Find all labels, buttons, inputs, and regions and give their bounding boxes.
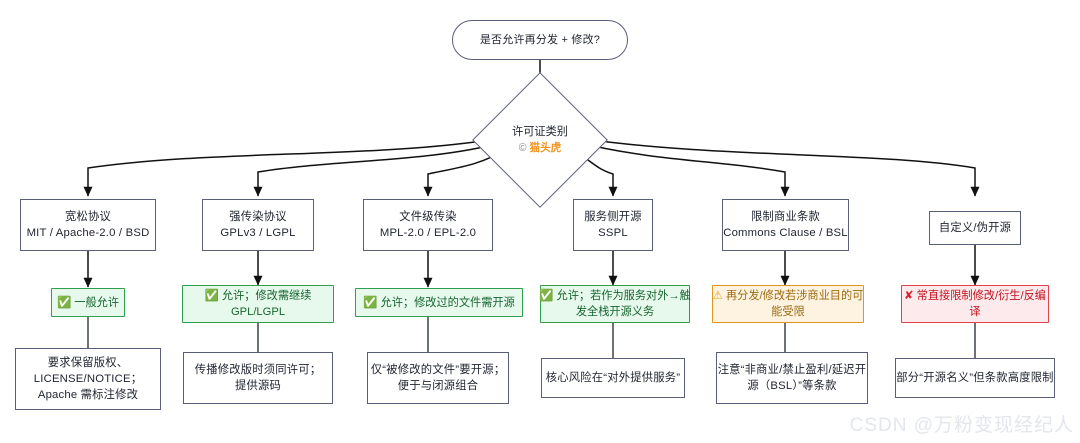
status-5-line2: 能受限 [771, 306, 805, 318]
link-decision-to-cat-6 [584, 138, 980, 197]
status-badge-2[interactable]: ✅允许；修改需继续 GPL/LGPL [182, 285, 334, 323]
category-5-line1: 限制商业条款 [751, 211, 820, 223]
detail-1-line1: 要求保留版权、 [47, 357, 129, 369]
status-2-line2: GPL/LGPL [230, 306, 286, 318]
check-icon: ✅ [539, 290, 554, 302]
category-3-line2: MPL-2.0 / EPL-2.0 [379, 227, 477, 239]
status-3-line1: ✅允许；修改过的文件需开源 [363, 296, 515, 309]
category-2-line1: 强传染协议 [229, 211, 287, 223]
cross-icon: ✘ [904, 290, 914, 302]
category-1-line2: MIT / Apache-2.0 / BSD [26, 227, 150, 239]
status-badge-6[interactable]: ✘常直接限制修改/衍生/反编 译 [901, 285, 1049, 323]
check-icon: ✅ [204, 290, 219, 302]
detail-node-4[interactable]: 核心风险在“对外提供服务” [541, 358, 685, 398]
detail-node-1[interactable]: 要求保留版权、 LICENSE/NOTICE； Apache 需标注修改 [15, 348, 161, 410]
category-1-line1: 宽松协议 [65, 211, 111, 223]
check-icon: ✅ [56, 296, 72, 309]
status-4-line2: 发全栈开源义务 [575, 306, 655, 318]
category-node-5[interactable]: 限制商业条款 Commons Clause / BSL [722, 199, 849, 251]
status-badge-1[interactable]: ✅一般允许 [51, 288, 125, 317]
link-decision-to-cat-2 [253, 142, 501, 197]
start-node-label: 是否允许再分发 + 修改? [479, 34, 601, 46]
status-6-line2: 译 [969, 306, 981, 318]
detail-1-line3: Apache 需标注修改 [37, 389, 139, 401]
start-node[interactable]: 是否允许再分发 + 修改? [452, 20, 628, 60]
status-badge-5[interactable]: ⚠再分发/修改若涉商业目的可 能受限 [712, 285, 864, 323]
decision-diamond[interactable] [472, 72, 608, 208]
status-badge-4[interactable]: ✅允许；若作为服务对外→触 发全栈开源义务 [539, 285, 691, 323]
category-node-2[interactable]: 强传染协议 GPLv3 / LGPL [202, 199, 314, 251]
category-node-4[interactable]: 服务侧开源 SSPL [573, 199, 653, 251]
category-3-line1: 文件级传染 [399, 211, 457, 223]
check-icon: ✅ [363, 296, 378, 309]
category-6-line1: 自定义/伪开源 [938, 222, 1012, 234]
category-2-line2: GPLv3 / LGPL [220, 227, 296, 239]
status-6-line1: ✘常直接限制修改/衍生/反编 [904, 290, 1046, 302]
category-node-6[interactable]: 自定义/伪开源 [929, 211, 1021, 245]
category-node-1[interactable]: 宽松协议 MIT / Apache-2.0 / BSD [20, 199, 156, 251]
link-decision-to-cat-5 [579, 142, 790, 197]
detail-2-line1: 传播修改版时须同许可； [194, 364, 322, 376]
detail-3-line2: 便于与闭源组合 [397, 380, 479, 392]
status-4-line1: ✅允许；若作为服务对外→触 [539, 290, 691, 302]
detail-node-3[interactable]: 仅“被修改的文件”要开源； 便于与闭源组合 [367, 352, 509, 404]
detail-6-line1: 部分“开源名义”但条款高度限制 [896, 372, 1054, 384]
detail-node-6[interactable]: 部分“开源名义”但条款高度限制 [895, 358, 1055, 398]
status-5-line1: ⚠再分发/修改若涉商业目的可 [712, 290, 864, 302]
category-4-line1: 服务侧开源 [584, 211, 642, 223]
detail-node-5[interactable]: 注意“非商业/禁止盈利/延迟开 源（BSL）”等条款 [716, 352, 868, 404]
category-5-line2: Commons Clause / BSL [723, 227, 848, 239]
link-decision-to-cat-1 [83, 138, 496, 197]
detail-1-line2: LICENSE/NOTICE； [33, 373, 143, 385]
detail-5-line2: 源（BSL）”等条款 [747, 380, 837, 392]
detail-3-line1: 仅“被修改的文件”要开源； [370, 364, 506, 376]
status-badge-3[interactable]: ✅允许；修改过的文件需开源 [355, 288, 523, 317]
detail-2-line2: 提供源码 [235, 380, 281, 392]
status-1-line1: ✅一般允许 [56, 296, 120, 309]
watermark: CSDN @万粉变现经纪人 [849, 415, 1074, 436]
status-2-line1: ✅允许；修改需继续 [204, 290, 312, 302]
detail-4-line1: 核心风险在“对外提供服务” [545, 372, 681, 384]
warning-icon: ⚠ [712, 290, 723, 302]
category-node-3[interactable]: 文件级传染 MPL-2.0 / EPL-2.0 [363, 199, 493, 251]
detail-5-line1: 注意“非商业/禁止盈利/延迟开 [717, 364, 867, 376]
category-4-line2: SSPL [598, 227, 628, 239]
detail-node-2[interactable]: 传播修改版时须同许可； 提供源码 [183, 352, 333, 404]
